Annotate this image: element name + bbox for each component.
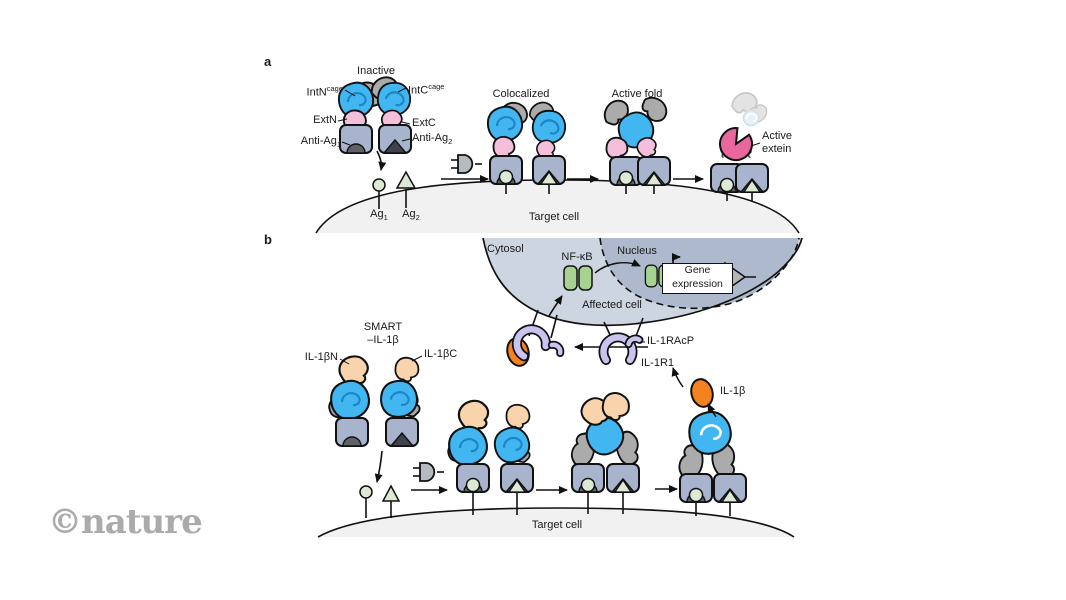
arrow-down-b <box>374 450 383 483</box>
and-gate-icon <box>450 154 483 174</box>
il1b-label: IL-1β <box>720 385 746 397</box>
anti-ag2-label: Anti-Ag2 <box>412 132 453 147</box>
il1b-c-label: IL-1βC <box>424 348 458 360</box>
leader-lines-b <box>339 355 423 365</box>
arrow-il1b-release <box>707 403 717 418</box>
receptor-il1r1-free <box>604 317 645 360</box>
affected-cell-label: Affected cell <box>582 299 642 311</box>
inactive-title: Inactive <box>357 65 395 77</box>
antigen-ag2-icon <box>395 170 417 208</box>
arrow-nfkb-activation <box>548 295 563 317</box>
panel-b-smart-sensors <box>324 352 425 447</box>
panel-b-colocalized <box>444 395 535 515</box>
nucleus-label: Nucleus <box>617 245 657 257</box>
extn-label: ExtN <box>313 114 337 126</box>
panel-a-active-fold <box>598 91 673 194</box>
panel-b-active-fold <box>568 388 643 514</box>
panel-b-spliced-complex <box>676 403 746 516</box>
panel-a-label: a <box>264 54 272 69</box>
il1b-free-icon <box>671 367 714 408</box>
il1r1-label: IL-1R1 <box>641 357 675 369</box>
panel-b-label: b <box>264 232 272 247</box>
extc-label: ExtC <box>412 117 436 129</box>
nature-logo: ©nature <box>48 502 203 542</box>
ag1-label: Ag1 <box>370 208 388 223</box>
intc-cage-label: IntCcage <box>408 82 445 97</box>
arrow-nuclear-translocation <box>594 259 641 274</box>
nfkb-label: NF-κB <box>561 251 593 263</box>
panel-b-target-cell-membrane <box>317 507 795 538</box>
active-fold-title: Active fold <box>611 88 663 100</box>
ag2-label: Ag2 <box>402 208 420 223</box>
arrow-down-a <box>376 150 387 171</box>
il1racp-label: IL-1RAcP <box>647 335 695 347</box>
target-cell-label-a: Target cell <box>528 211 580 223</box>
antigen-ag1-icon <box>372 178 386 209</box>
colocalized-title: Colocalized <box>492 88 550 100</box>
smart-il1b-title: SMART–IL-1β <box>363 321 403 346</box>
receptor-complex-bound <box>506 309 561 367</box>
released-intein-ghost-icon <box>728 88 772 127</box>
il1b-n-label: IL-1βN <box>304 351 338 363</box>
panel-a-active-extein <box>711 88 772 201</box>
target-cell-label-b: Target cell <box>531 519 583 531</box>
cytosol-label: Cytosol <box>487 243 524 255</box>
anti-ag1-label: Anti-Ag1 <box>300 135 341 150</box>
panel-a-colocalized <box>486 97 571 194</box>
antigen-ag2-icon-b <box>381 484 401 518</box>
arrow-il1b-to-receptor <box>671 367 684 388</box>
and-gate-icon-b <box>412 462 445 482</box>
nuclear-envelope <box>599 237 800 310</box>
intn-cage-label: IntNcage <box>306 84 343 99</box>
antigen-ag1-icon-b <box>359 485 373 518</box>
